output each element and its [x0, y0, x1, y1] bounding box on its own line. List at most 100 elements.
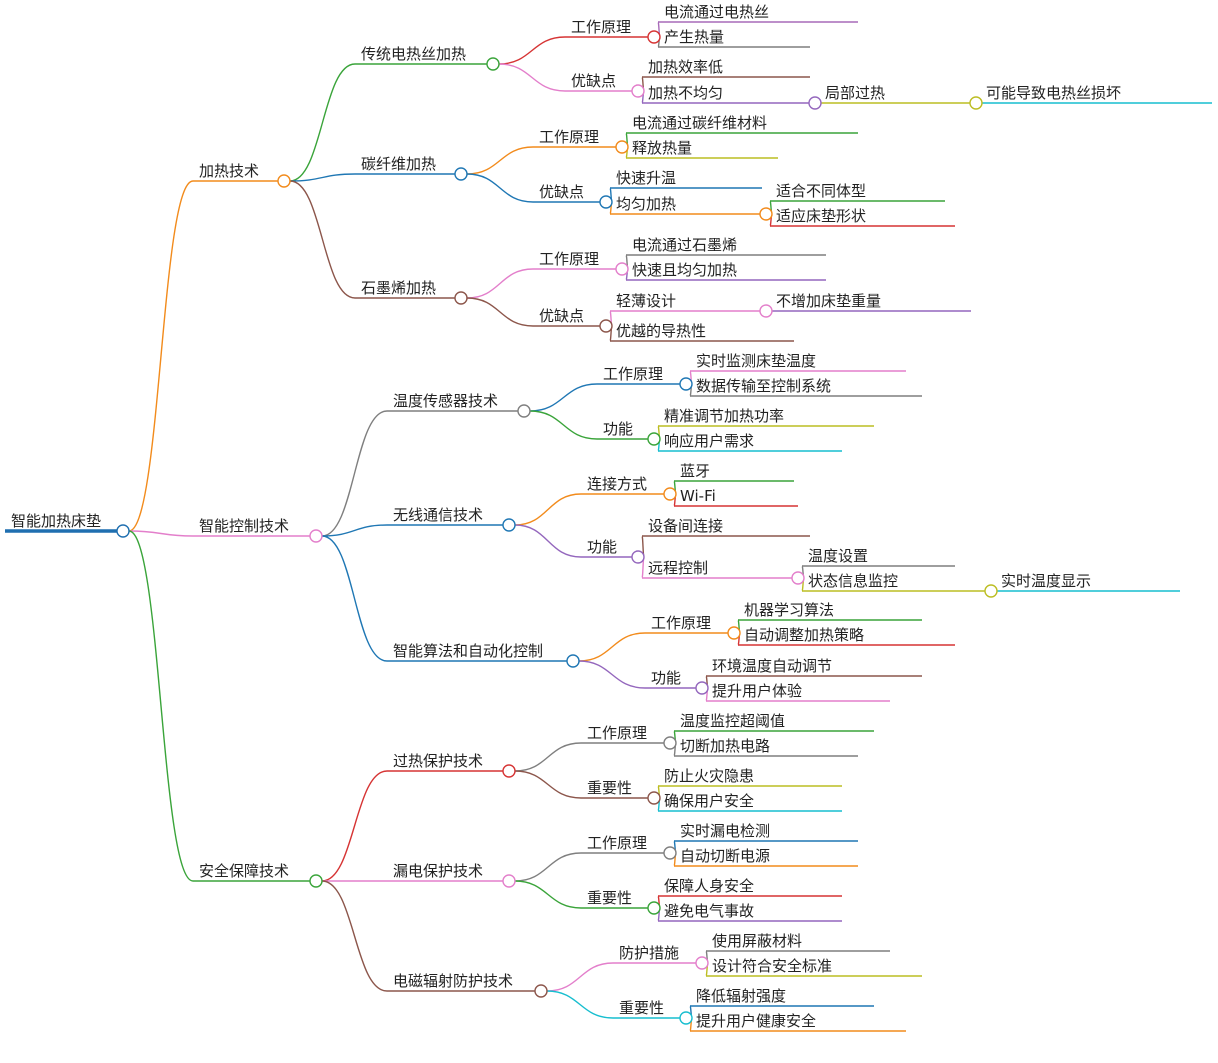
node-collapse-toggle[interactable]	[534, 984, 548, 998]
edge	[289, 180, 356, 299]
edge	[289, 173, 356, 182]
node-collapse-toggle[interactable]	[566, 654, 580, 668]
node-collapse-toggle[interactable]	[277, 174, 291, 188]
node-label: 温度传感器技术	[393, 392, 498, 410]
node-collapse-toggle[interactable]	[647, 432, 661, 446]
node-label: 加热技术	[199, 162, 259, 180]
node-label: 优缺点	[539, 307, 584, 325]
node-label: 轻薄设计	[616, 292, 676, 310]
node-label: 精准调节加热功率	[664, 407, 784, 425]
node-label: 传统电热丝加热	[361, 45, 466, 63]
node-collapse-toggle[interactable]	[808, 96, 822, 110]
node-label: 蓝牙	[680, 462, 710, 480]
node-label: 响应用户需求	[664, 432, 754, 450]
node-collapse-toggle[interactable]	[663, 736, 677, 750]
node-collapse-toggle[interactable]	[599, 195, 613, 209]
node-label: 均匀加热	[616, 195, 676, 213]
node-label: 避免电气事故	[664, 902, 754, 920]
node-collapse-toggle[interactable]	[647, 901, 661, 915]
node-label: 工作原理	[587, 724, 647, 742]
node-label: 工作原理	[651, 614, 711, 632]
node-label: 工作原理	[571, 18, 631, 36]
node-label: 防止火灾隐患	[664, 767, 754, 785]
node-label: 功能	[587, 538, 617, 556]
edge	[321, 524, 388, 537]
node-collapse-toggle[interactable]	[631, 550, 645, 564]
node-collapse-toggle[interactable]	[679, 377, 693, 391]
edge	[546, 990, 614, 1019]
edge	[289, 63, 356, 182]
node-collapse-toggle[interactable]	[647, 30, 661, 44]
node-collapse-toggle[interactable]	[759, 207, 773, 221]
edge	[578, 660, 646, 689]
node-label: 设计符合安全标准	[712, 957, 832, 975]
node-collapse-toggle[interactable]	[309, 529, 323, 543]
node-collapse-toggle[interactable]	[759, 304, 773, 318]
node-label: 降低辐射强度	[696, 987, 786, 1005]
node-collapse-toggle[interactable]	[599, 319, 613, 333]
node-label: 电流通过碳纤维材料	[632, 114, 767, 132]
node-collapse-toggle[interactable]	[727, 626, 741, 640]
node-collapse-toggle[interactable]	[454, 167, 468, 181]
node-collapse-toggle[interactable]	[631, 84, 645, 98]
node-collapse-toggle[interactable]	[663, 487, 677, 501]
node-label: 远程控制	[648, 559, 708, 577]
node-label: 连接方式	[587, 475, 647, 493]
node-collapse-toggle[interactable]	[679, 1011, 693, 1025]
node-collapse-toggle[interactable]	[486, 57, 500, 71]
node-collapse-toggle[interactable]	[695, 681, 709, 695]
node-label: 不增加床垫重量	[776, 292, 881, 310]
node-label: 实时温度显示	[1001, 572, 1091, 590]
node-label: 防护措施	[619, 944, 679, 962]
node-label: 数据传输至控制系统	[696, 377, 831, 395]
node-label: 过热保护技术	[393, 752, 483, 770]
node-label: 智能算法和自动化控制	[393, 642, 543, 660]
node-collapse-toggle[interactable]	[647, 791, 661, 805]
node-label: 切断加热电路	[680, 737, 770, 755]
node-collapse-toggle[interactable]	[695, 956, 709, 970]
node-label: 实时监测床垫温度	[696, 352, 816, 370]
node-label: 工作原理	[603, 365, 663, 383]
node-label: 适应床垫形状	[776, 207, 866, 225]
edge	[514, 880, 582, 909]
node-label: 电流通过电热丝	[664, 3, 769, 21]
node-label: 工作原理	[539, 128, 599, 146]
node-label: 确保用户安全	[664, 792, 754, 810]
edge	[128, 530, 194, 537]
edge	[514, 770, 582, 799]
node-label: 石墨烯加热	[361, 279, 436, 297]
node-collapse-toggle[interactable]	[309, 874, 323, 888]
node-collapse-toggle[interactable]	[502, 764, 516, 778]
edge	[514, 852, 582, 882]
edge	[498, 63, 566, 92]
node-collapse-toggle[interactable]	[517, 404, 531, 418]
node-collapse-toggle[interactable]	[502, 518, 516, 532]
node-label: 重要性	[619, 999, 664, 1017]
node-label: 温度监控超阈值	[680, 712, 785, 730]
node-collapse-toggle[interactable]	[615, 262, 629, 276]
node-label: 安全保障技术	[199, 862, 289, 880]
node-collapse-toggle[interactable]	[663, 846, 677, 860]
node-label: 自动调整加热策略	[744, 626, 864, 644]
node-collapse-toggle[interactable]	[116, 524, 130, 538]
node-label: 优缺点	[571, 72, 616, 90]
node-collapse-toggle[interactable]	[502, 874, 516, 888]
edge	[466, 297, 534, 327]
edge	[498, 36, 566, 65]
root-label: 智能加热床垫	[11, 512, 101, 530]
node-label: 加热不均匀	[648, 84, 723, 102]
node-collapse-toggle[interactable]	[791, 571, 805, 585]
node-collapse-toggle[interactable]	[984, 584, 998, 598]
node-collapse-toggle[interactable]	[615, 140, 629, 154]
edge	[546, 962, 614, 992]
node-label: 环境温度自动调节	[712, 657, 832, 675]
node-label: 提升用户健康安全	[696, 1012, 816, 1030]
node-label: 局部过热	[825, 84, 885, 102]
edge	[466, 268, 534, 299]
node-collapse-toggle[interactable]	[969, 96, 983, 110]
node-label: 无线通信技术	[393, 506, 483, 524]
node-label: 保障人身安全	[664, 877, 754, 895]
node-collapse-toggle[interactable]	[454, 291, 468, 305]
node-label: 优缺点	[539, 183, 584, 201]
